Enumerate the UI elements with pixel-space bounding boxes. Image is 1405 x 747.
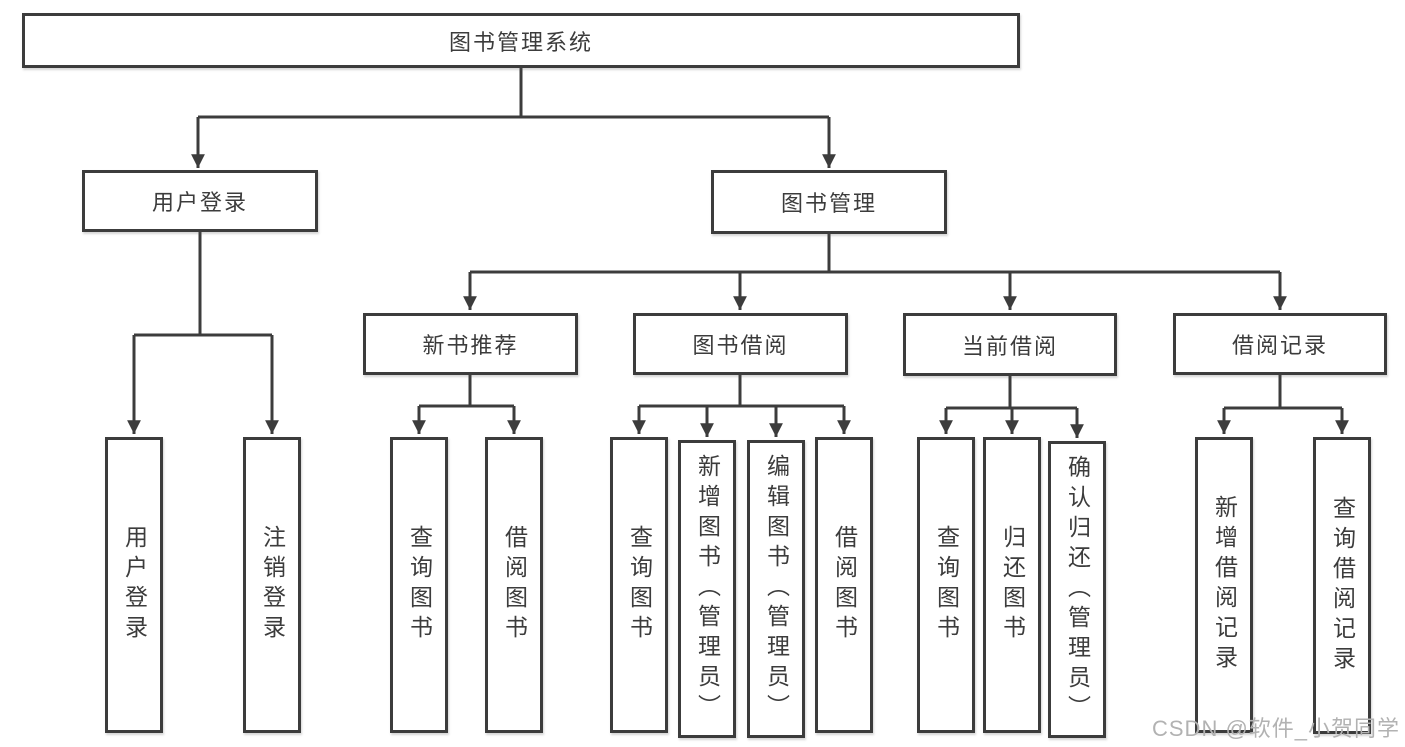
node-leaf-logout: 注销登录 [243, 437, 301, 733]
node-new-book-recommend-label: 新书推荐 [422, 333, 519, 358]
node-current-borrowing-label: 当前借阅 [961, 333, 1058, 359]
node-leaf-query-books-2: 查询图书 [610, 437, 668, 733]
csdn-watermark: CSDN @软件_小贺同学 [1152, 716, 1401, 741]
node-book-management: 图书管理 [711, 170, 947, 234]
node-leaf-query-books-1: 查询图书 [390, 437, 448, 733]
node-leaf-borrow-books-2-label: 借阅图书 [831, 525, 858, 645]
node-current-borrowing: 当前借阅 [903, 313, 1117, 376]
node-leaf-return-books: 归还图书 [983, 437, 1041, 733]
node-leaf-edit-books-admin: 编辑图书（管理员） [747, 440, 805, 738]
node-leaf-borrow-books-2: 借阅图书 [815, 437, 873, 733]
node-leaf-add-books-admin-label: 新增图书（管理员） [694, 454, 721, 724]
node-book-borrowing: 图书借阅 [633, 313, 848, 375]
node-leaf-logout-label: 注销登录 [259, 525, 286, 645]
node-borrowing-records-label: 借阅记录 [1231, 333, 1328, 358]
node-leaf-add-borrow-record: 新增借阅记录 [1195, 437, 1253, 733]
node-book-management-label: 图书管理 [780, 191, 877, 216]
node-leaf-borrow-books-1: 借阅图书 [485, 437, 543, 733]
node-leaf-user-login: 用户登录 [105, 437, 163, 733]
node-user-login: 用户登录 [82, 170, 318, 232]
node-leaf-confirm-return-admin-label: 确认归还（管理员） [1064, 454, 1091, 725]
node-leaf-edit-books-admin-label: 编辑图书（管理员） [763, 454, 790, 724]
node-leaf-query-books-1-label: 查询图书 [406, 525, 433, 645]
node-borrowing-records: 借阅记录 [1173, 313, 1387, 375]
node-new-book-recommend: 新书推荐 [363, 313, 578, 375]
node-leaf-return-books-label: 归还图书 [999, 525, 1026, 645]
node-leaf-query-borrow-record-label: 查询借阅记录 [1329, 495, 1356, 676]
node-leaf-query-books-3-label: 查询图书 [933, 525, 960, 645]
node-leaf-user-login-label: 用户登录 [121, 525, 148, 645]
node-leaf-confirm-return-admin: 确认归还（管理员） [1048, 441, 1106, 738]
node-user-login-label: 用户登录 [151, 190, 248, 215]
node-leaf-borrow-books-1-label: 借阅图书 [501, 525, 528, 645]
node-book-borrowing-label: 图书借阅 [692, 333, 789, 358]
node-leaf-add-books-admin: 新增图书（管理员） [678, 440, 736, 738]
node-system-root-label: 图书管理系统 [448, 29, 593, 55]
node-leaf-query-borrow-record: 查询借阅记录 [1313, 437, 1371, 734]
node-system-root: 图书管理系统 [22, 13, 1020, 68]
node-leaf-query-books-2-label: 查询图书 [626, 525, 653, 645]
node-leaf-add-borrow-record-label: 新增借阅记录 [1211, 495, 1238, 675]
node-leaf-query-books-3: 查询图书 [917, 437, 975, 733]
